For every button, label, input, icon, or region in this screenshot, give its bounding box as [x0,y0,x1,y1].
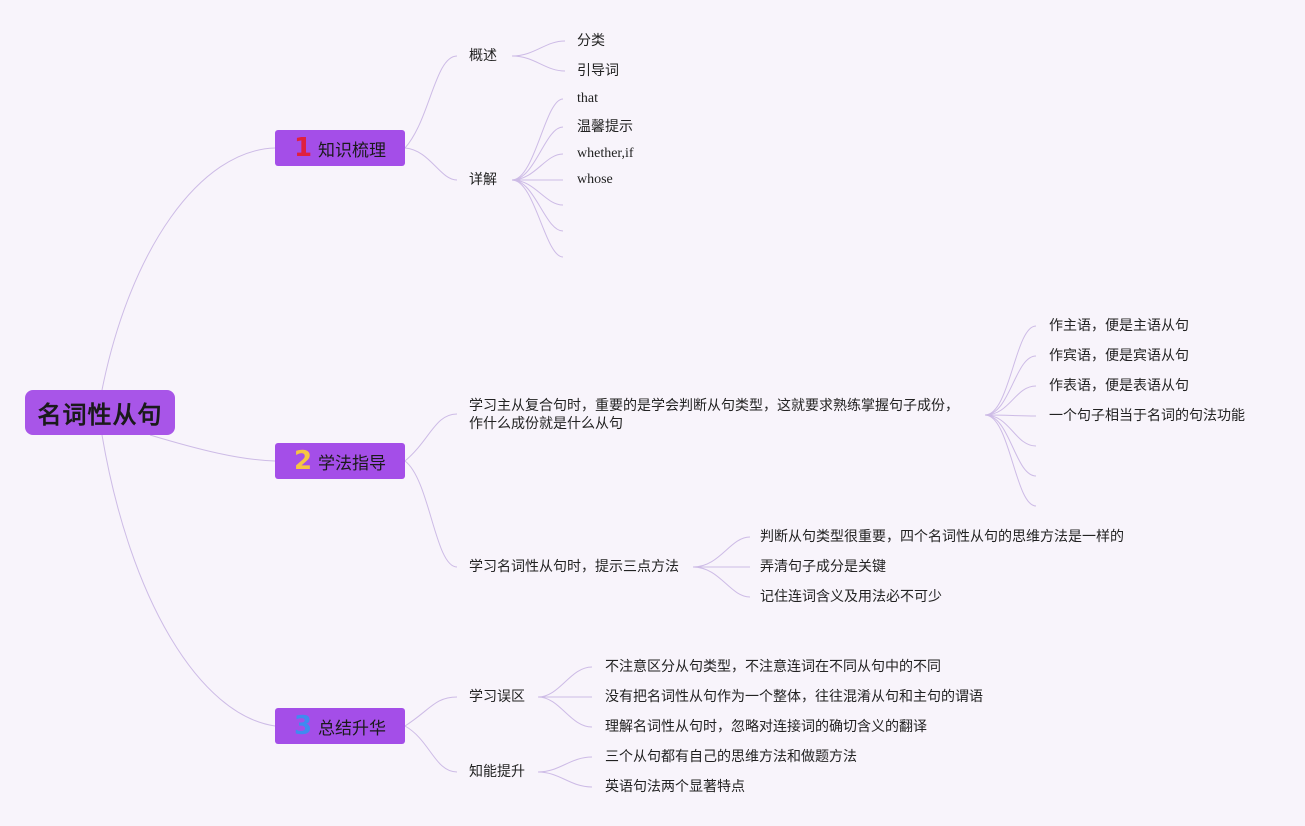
branch-node-method[interactable]: 2 学法指导 [275,443,405,479]
leaf-node[interactable]: 作主语，便是主语从句 [1049,318,1189,334]
subnode-line: 作什么成份就是什么从句 [469,416,623,432]
link-b2s1-leaf-4 [984,414,1037,447]
leaf-node[interactable]: that [577,91,598,106]
branch-node-knowledge[interactable]: 1 知识梳理 [275,130,405,166]
link-root-branch3 [101,434,276,727]
subnode-misconceptions[interactable]: 学习误区 [469,689,525,705]
link-overview-leaf-1 [511,55,566,72]
root-node[interactable]: 名词性从句 [25,390,175,435]
leaf-node[interactable]: 不注意区分从句类型，不注意连词在不同从句中的不同 [605,659,941,675]
leaf-node[interactable]: 作宾语，便是宾语从句 [1049,348,1189,364]
branch-label: 总结升华 [318,718,387,739]
link-b2s1-leaf-6 [984,414,1037,507]
leaf-node[interactable]: 弄清句子成分是关键 [760,559,886,575]
link-b3s2-leaf-0 [537,756,593,773]
link-detail-leaf-1 [511,126,564,181]
subnode-line: 学习主从复合句时，重要的是学会判断从句类型，这就要求熟练掌握句子成份， [469,398,959,414]
branch-number-1: 1 [293,133,313,163]
leaf-node[interactable]: 一个句子相当于名词的句法功能 [1049,408,1245,424]
leaf-node[interactable]: 没有把名词性从句作为一个整体，往往混淆从句和主句的谓语 [605,689,983,705]
link-b3-sub2 [404,725,458,773]
link-b2-sub2 [404,460,458,568]
subnode-overview[interactable]: 概述 [469,48,497,64]
branch-node-summary[interactable]: 3 总结升华 [275,708,405,744]
link-detail-leaf-0 [511,98,564,181]
link-b2s2-leaf-0 [692,536,751,568]
branch-number-2: 2 [293,446,313,476]
link-detail-leaf-5 [511,179,564,232]
link-b3-sub1 [404,696,458,727]
link-detail-leaf-6 [511,179,564,258]
link-detail-leaf-4 [511,179,564,206]
subnode-complex-sentence[interactable]: 学习主从复合句时，重要的是学会判断从句类型，这就要求熟练掌握句子成份， 作什么成… [469,397,959,433]
branch-label: 知识梳理 [318,140,387,161]
subnode-improvement[interactable]: 知能提升 [469,764,525,780]
link-b2s1-leaf-0 [984,325,1037,416]
branch-label: 学法指导 [318,453,387,474]
leaf-node[interactable]: 理解名词性从句时，忽略对连接词的确切含义的翻译 [605,719,927,735]
leaf-node[interactable]: 温馨提示 [577,119,633,135]
leaf-node[interactable]: whose [577,172,613,187]
link-b3s1-leaf-0 [537,666,593,698]
link-b2s2-leaf-2 [692,566,751,598]
branch-number-3: 3 [293,711,313,741]
link-root-branch1 [101,147,276,391]
link-b2s1-leaf-3 [984,414,1037,417]
leaf-node[interactable]: whether,if [577,146,634,161]
link-root-branch2 [149,434,276,462]
link-b2-sub1 [404,413,458,462]
leaf-node[interactable]: 判断从句类型很重要，四个名词性从句的思维方法是一样的 [760,529,1124,545]
link-b2s1-leaf-5 [984,414,1037,477]
link-b3s2-leaf-1 [537,771,593,788]
leaf-node[interactable]: 三个从句都有自己的思维方法和做题方法 [605,749,857,765]
root-label: 名词性从句 [37,401,163,429]
leaf-node[interactable]: 记住连词含义及用法必不可少 [760,589,942,605]
leaf-node[interactable]: 作表语，便是表语从句 [1049,378,1189,394]
subnode-three-methods[interactable]: 学习名词性从句时，提示三点方法 [469,559,679,575]
leaf-node[interactable]: 引导词 [577,63,619,79]
link-detail-leaf-2 [511,153,564,181]
link-b1-overview [404,55,458,149]
subnode-detail[interactable]: 详解 [469,172,497,188]
link-b1-detail [404,147,458,181]
link-b3s1-leaf-2 [537,696,593,728]
link-b2s1-leaf-2 [984,385,1037,416]
leaf-node[interactable]: 分类 [577,33,605,49]
link-overview-leaf-0 [511,40,566,57]
link-b2s1-leaf-1 [984,355,1037,416]
leaf-node[interactable]: 英语句法两个显著特点 [605,779,745,795]
